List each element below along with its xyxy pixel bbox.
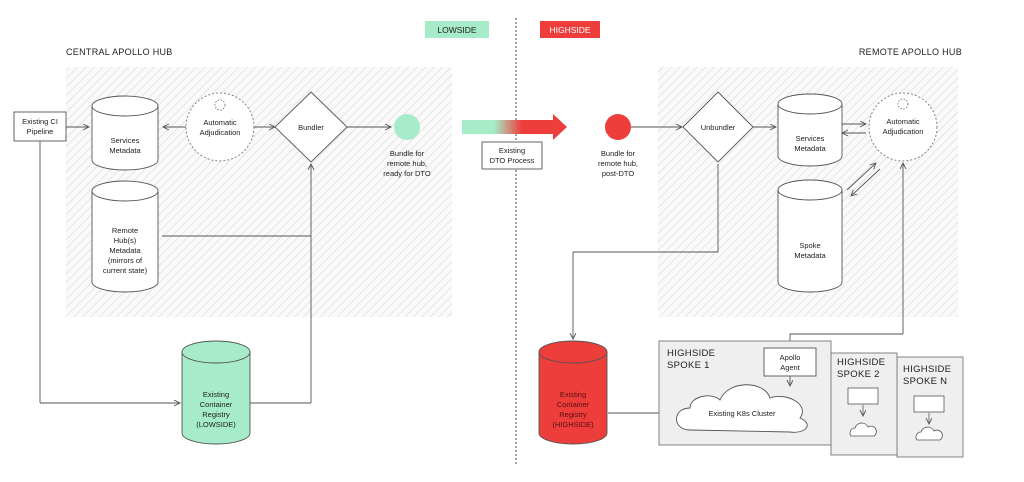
apollo-agent-line1: Apollo <box>780 353 801 362</box>
services-metadata-left-cylinder: Services Metadata <box>91 95 159 171</box>
services-metadata-right-line1: Services <box>796 134 825 143</box>
k8s-cluster-cloud-icon <box>676 384 808 433</box>
adjudication-left-line2: Adjudication <box>200 128 241 137</box>
spoke-2-card: HIGHSIDE SPOKE 2 <box>830 352 898 456</box>
apollo-agent-box <box>763 347 817 377</box>
ci-pipeline-line2: Pipeline <box>27 127 54 136</box>
spoke-metadata-line2: Metadata <box>794 251 826 260</box>
bundle-highside-line3: post-DTO <box>602 169 635 178</box>
registry-highside-line3: Registry <box>559 410 587 419</box>
remote-hubs-metadata-line3: Metadata <box>109 246 141 255</box>
bundle-lowside-line2: remote hub, <box>387 159 427 168</box>
registry-highside-cylinder: Existing Container Registry (HIGHSIDE) <box>538 340 608 445</box>
unbundler-diamond: Unbundler <box>682 91 754 163</box>
adjudication-right-circle: Automatic Adjudication <box>868 92 938 162</box>
adjudication-left-line1: Automatic <box>203 118 237 127</box>
adjudication-right-line1: Automatic <box>886 117 920 126</box>
lowside-label: LOWSIDE <box>437 25 477 35</box>
spoke-2-cloud-icon <box>849 422 877 437</box>
services-metadata-left-line1: Services <box>111 136 140 145</box>
bundle-highside-line2: remote hub, <box>598 159 638 168</box>
registry-lowside-line3: Registry <box>202 410 230 419</box>
lowside-badge: LOWSIDE <box>425 21 489 38</box>
spoke-metadata-cylinder: Spoke Metadata <box>777 179 843 293</box>
bundler-label: Bundler <box>298 123 324 132</box>
bundle-highside-dot <box>605 114 631 140</box>
adjudication-left-circle: Automatic Adjudication <box>185 92 255 162</box>
refresh-icon <box>214 99 226 111</box>
remote-hubs-metadata-line2: Hub(s) <box>114 236 137 245</box>
highside-label: HIGHSIDE <box>549 25 590 35</box>
spoke-1-title-line1: HIGHSIDE <box>667 348 715 359</box>
bundle-highside-line1: Bundle for <box>601 149 636 158</box>
ci-pipeline-line1: Existing CI <box>22 117 58 126</box>
spoke-2-title-line1: HIGHSIDE <box>837 357 885 368</box>
refresh-icon <box>897 98 909 110</box>
services-metadata-left-line2: Metadata <box>109 146 141 155</box>
highside-badge: HIGHSIDE <box>540 21 600 38</box>
bundler-diamond: Bundler <box>274 91 348 163</box>
registry-lowside-line4: (LOWSIDE) <box>196 420 236 429</box>
remote-hubs-metadata-cylinder: Remote Hub(s) Metadata (mirrors of curre… <box>91 180 159 293</box>
remote-hubs-metadata-line4: (mirrors of <box>108 256 143 265</box>
spoke-n-agent-icon <box>913 395 945 413</box>
bundle-highside: Bundle for remote hub, post-DTO <box>598 114 638 178</box>
bundle-lowside-dot <box>394 114 420 140</box>
apollo-agent-line2: Agent <box>780 363 801 372</box>
spoke-1-title-line2: SPOKE 1 <box>667 360 710 371</box>
ci-pipeline-box: Existing CI Pipeline <box>13 111 67 142</box>
registry-highside-line2: Container <box>557 400 590 409</box>
spoke-n-title-line1: HIGHSIDE <box>903 364 951 375</box>
dto-process-line2: DTO Process <box>490 156 535 165</box>
left-connectors <box>39 127 391 403</box>
spoke-n-cloud-icon <box>915 426 943 441</box>
spoke-n-card: HIGHSIDE SPOKE N <box>896 356 964 458</box>
bundle-lowside-line3: ready for DTO <box>383 169 431 178</box>
unbundler-label: Unbundler <box>701 123 736 132</box>
spoke-2-title-line2: SPOKE 2 <box>837 369 880 380</box>
bundle-lowside: Bundle for remote hub, ready for DTO <box>383 114 431 178</box>
registry-lowside-line2: Container <box>200 400 233 409</box>
spoke-1-card: HIGHSIDE SPOKE 1 Apollo Agent Existing K… <box>658 340 832 446</box>
adjudication-right-line2: Adjudication <box>883 127 924 136</box>
registry-highside-line4: (HIGHSIDE) <box>552 420 594 429</box>
remote-hubs-metadata-line1: Remote <box>112 226 138 235</box>
dto-transfer-arrow <box>462 114 567 140</box>
right-connectors <box>573 124 903 413</box>
k8s-cluster-label: Existing K8s Cluster <box>708 409 776 418</box>
registry-highside-line1: Existing <box>560 390 586 399</box>
spoke-n-title-line2: SPOKE N <box>903 376 947 387</box>
services-metadata-right-cylinder: Services Metadata <box>777 93 843 167</box>
remote-hubs-metadata-line5: current state) <box>103 266 148 275</box>
dto-process-line1: Existing <box>499 146 525 155</box>
services-metadata-right-line2: Metadata <box>794 144 826 153</box>
registry-lowside-line1: Existing <box>203 390 229 399</box>
spoke-2-agent-icon <box>847 387 879 405</box>
bundle-lowside-line1: Bundle for <box>390 149 425 158</box>
dto-process-box: Existing DTO Process <box>481 141 543 170</box>
remote-hub-title: REMOTE APOLLO HUB <box>859 47 962 57</box>
registry-lowside-cylinder: Existing Container Registry (LOWSIDE) <box>181 340 251 445</box>
spoke-metadata-line1: Spoke <box>799 241 820 250</box>
central-hub-title: CENTRAL APOLLO HUB <box>66 47 173 57</box>
